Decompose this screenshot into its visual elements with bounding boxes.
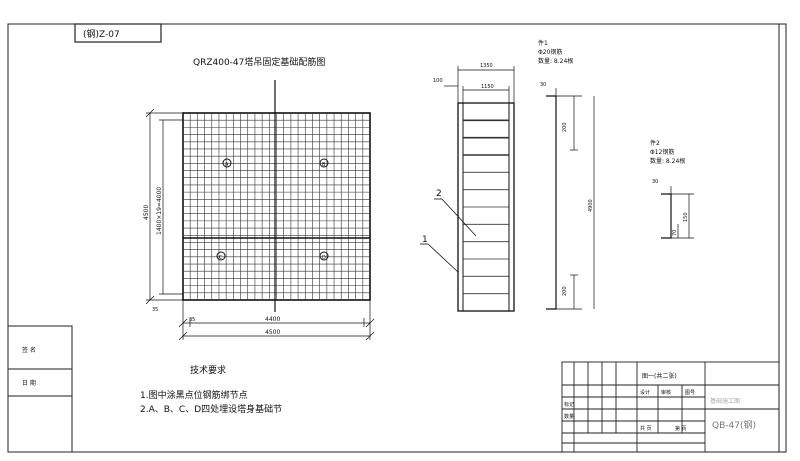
title-block-sheet: 图一(共二张) [642,372,677,380]
part1-dimensions [549,88,595,310]
grid-left-outer-dim: 4500 [143,205,150,220]
marker-a-circle [222,158,232,168]
marker-a-label: A [225,162,229,168]
part1-bar [546,95,557,310]
part1-dim-4900: 4900 [588,199,594,212]
part2-spec: Φ12钢筋 [650,148,674,156]
drawing-title: QRZ400-47塔吊固定基础配筋图 [193,56,325,68]
part2-qty: 数量: 8.24根 [650,157,685,165]
section-view [457,102,515,312]
signature-panel [7,325,73,453]
sheet-outer-border [7,23,787,453]
part1-spec: Φ20钢筋 [538,48,562,56]
part1-dim-30: 30 [540,82,546,88]
grid-left-inner-dim: 1400×19=4000 [156,187,163,235]
title-row-label-5: 数量 [564,413,574,420]
section-side-offset: 100 [433,78,443,84]
section-top-dimensions [444,66,515,103]
title-row-label-2: 审核 [661,389,671,396]
title-row-label-4: 标记 [564,401,574,408]
grid-bottom-inner-dim: 4400 [265,316,280,323]
title-block-code: QB-47(钢) [712,419,756,431]
section-top-inner-dim: 1150 [481,84,494,90]
tech-req-item-2: 2.A、B、C、D四处埋设塔身基础节 [140,403,282,415]
part1-dim-200-bottom: 200 [562,286,568,296]
code-box-text: (钢)Z-07 [83,28,120,40]
part1-qty: 数量: 8.24根 [538,57,573,65]
grid-lines [183,113,370,300]
title-block [561,361,780,453]
tech-req-item-1: 1.图中涂黑点位钢筋绑节点 [140,389,248,401]
title-row-label-3: 图号 [685,390,695,396]
code-box [74,23,162,43]
section-bars [463,119,509,295]
marker-b-label: B [322,162,326,168]
marker-d-circle [319,251,329,261]
rebar-grid-plan: A B C D [182,80,371,312]
part1-title: 件1 [538,39,548,47]
section-top-outer-dim: 1350 [480,63,493,69]
marker-c-circle [216,251,226,261]
tech-req-heading: 技术要求 [190,364,226,376]
marker-c-label: C [219,255,223,261]
title-row-label-1: 设计 [640,389,650,396]
part2-title: 件2 [650,139,660,147]
leader-2 [441,198,477,237]
part2-dim-30: 30 [652,179,658,185]
grid-bottom-dimensions [178,300,375,341]
grid-bottom-small-dim-side: 35 [152,307,158,313]
title-block-faded: 基础施工图 [710,397,740,405]
title-bottom-label-2: 第 页 [675,425,687,432]
part2-dim-70: 70 [672,230,678,236]
title-bottom-label-1: 共 页 [640,425,652,432]
part2-dimensions [664,186,694,239]
signature-label: 签 名 [22,346,36,354]
marker-b-circle [319,158,329,168]
leader-2-label: 2 [436,189,442,199]
marker-d-label: D [322,255,326,261]
part1-dim-200-top: 200 [562,122,568,132]
section-outer [457,102,515,312]
leader-1 [427,243,459,273]
grid-bottom-outer-dim: 4500 [265,329,280,336]
leader-1-label: 1 [422,235,428,245]
grid-left-dimensions [145,108,183,305]
part2-bar [661,193,672,239]
date-label: 日 期 [22,379,36,387]
grid-bottom-small-dim: 35 [189,317,195,323]
part2-dim-150: 150 [683,212,689,222]
